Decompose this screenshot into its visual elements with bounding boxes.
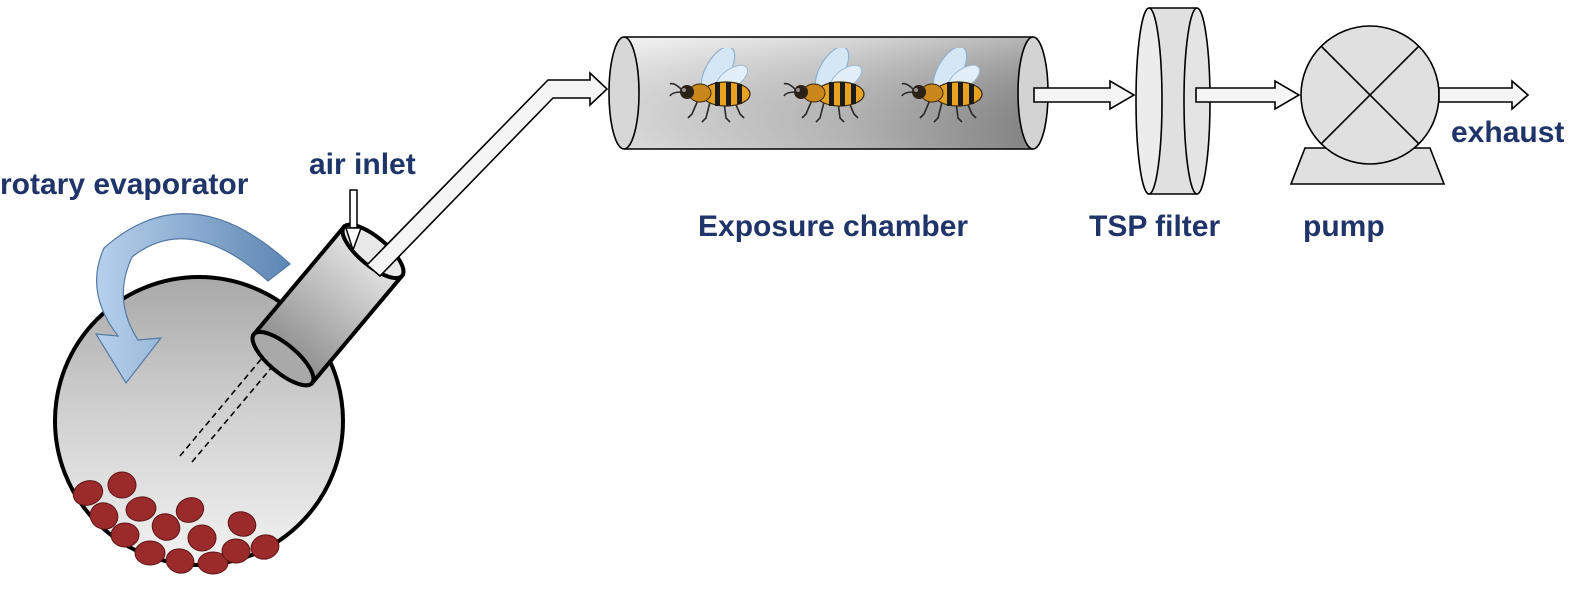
inner-tube-dashed <box>179 264 341 457</box>
pump <box>1289 25 1446 185</box>
flow-arrow <box>1033 79 1136 111</box>
rotary-evaporator-label: rotary evaporator <box>0 168 249 201</box>
sample-particles <box>72 471 280 575</box>
exposure-chamber-label: Exposure chamber <box>698 210 969 243</box>
exhaust-arrow <box>1438 79 1530 111</box>
tsp-filter <box>1135 7 1211 195</box>
transfer-tube <box>365 71 609 278</box>
pump-label: pump <box>1303 210 1385 243</box>
tsp-filter-label: TSP filter <box>1089 210 1221 243</box>
exposure-chamber <box>608 36 1049 150</box>
air-inlet-arrow <box>344 189 363 253</box>
rotation-arrow <box>94 213 291 385</box>
exhaust-label: exhaust <box>1451 116 1565 149</box>
air-inlet-label: air inlet <box>309 148 416 181</box>
flow-arrow <box>1195 79 1301 111</box>
